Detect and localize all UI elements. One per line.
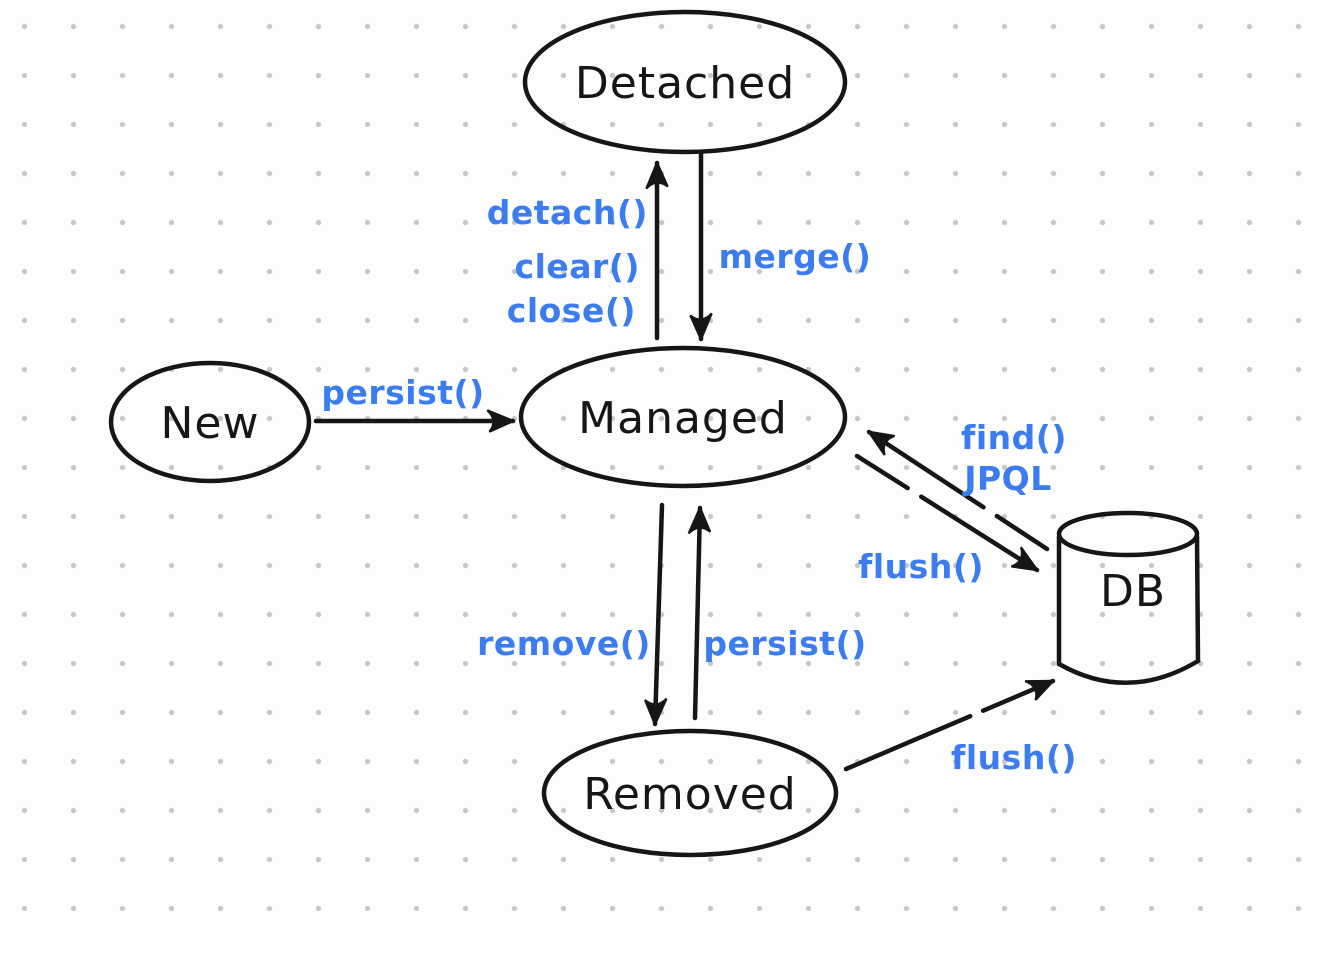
clear-label: clear() [515,247,640,286]
edge-db-to-managed [869,429,1050,552]
persist-new-label: persist() [321,373,484,412]
edge-managed-to-removed [655,502,662,724]
managed-label: Managed [578,393,788,444]
close-label: close() [507,291,636,330]
node-db: DB [1056,510,1201,685]
jpql-label: JPQL [962,459,1052,498]
removed-label: Removed [583,769,797,820]
new-ellipse [108,360,312,484]
db-cylinder-top [1056,510,1200,558]
flush-removed-label: flush() [951,738,1077,777]
merge-label: merge() [719,237,872,276]
edge-managed-to-db [854,453,1037,573]
find-label: find() [961,418,1067,457]
node-new: New [108,360,312,484]
detach-label: detach() [487,193,648,232]
edge-removed-to-db [843,678,1053,772]
removed-ellipse [541,728,839,858]
db-label: DB [1100,566,1166,617]
db-cylinder-body [1056,535,1201,685]
flush-managed-label: flush() [858,547,984,586]
node-detached: Detached [522,9,848,155]
detached-ellipse [522,9,848,155]
new-label: New [161,398,260,449]
managed-ellipse [518,345,848,489]
node-removed: Removed [541,728,839,858]
detached-label: Detached [575,58,795,109]
persist-removed-label: persist() [703,624,866,663]
remove-label: remove() [477,624,651,663]
node-managed: Managed [518,345,848,489]
edge-removed-to-managed [695,508,700,721]
